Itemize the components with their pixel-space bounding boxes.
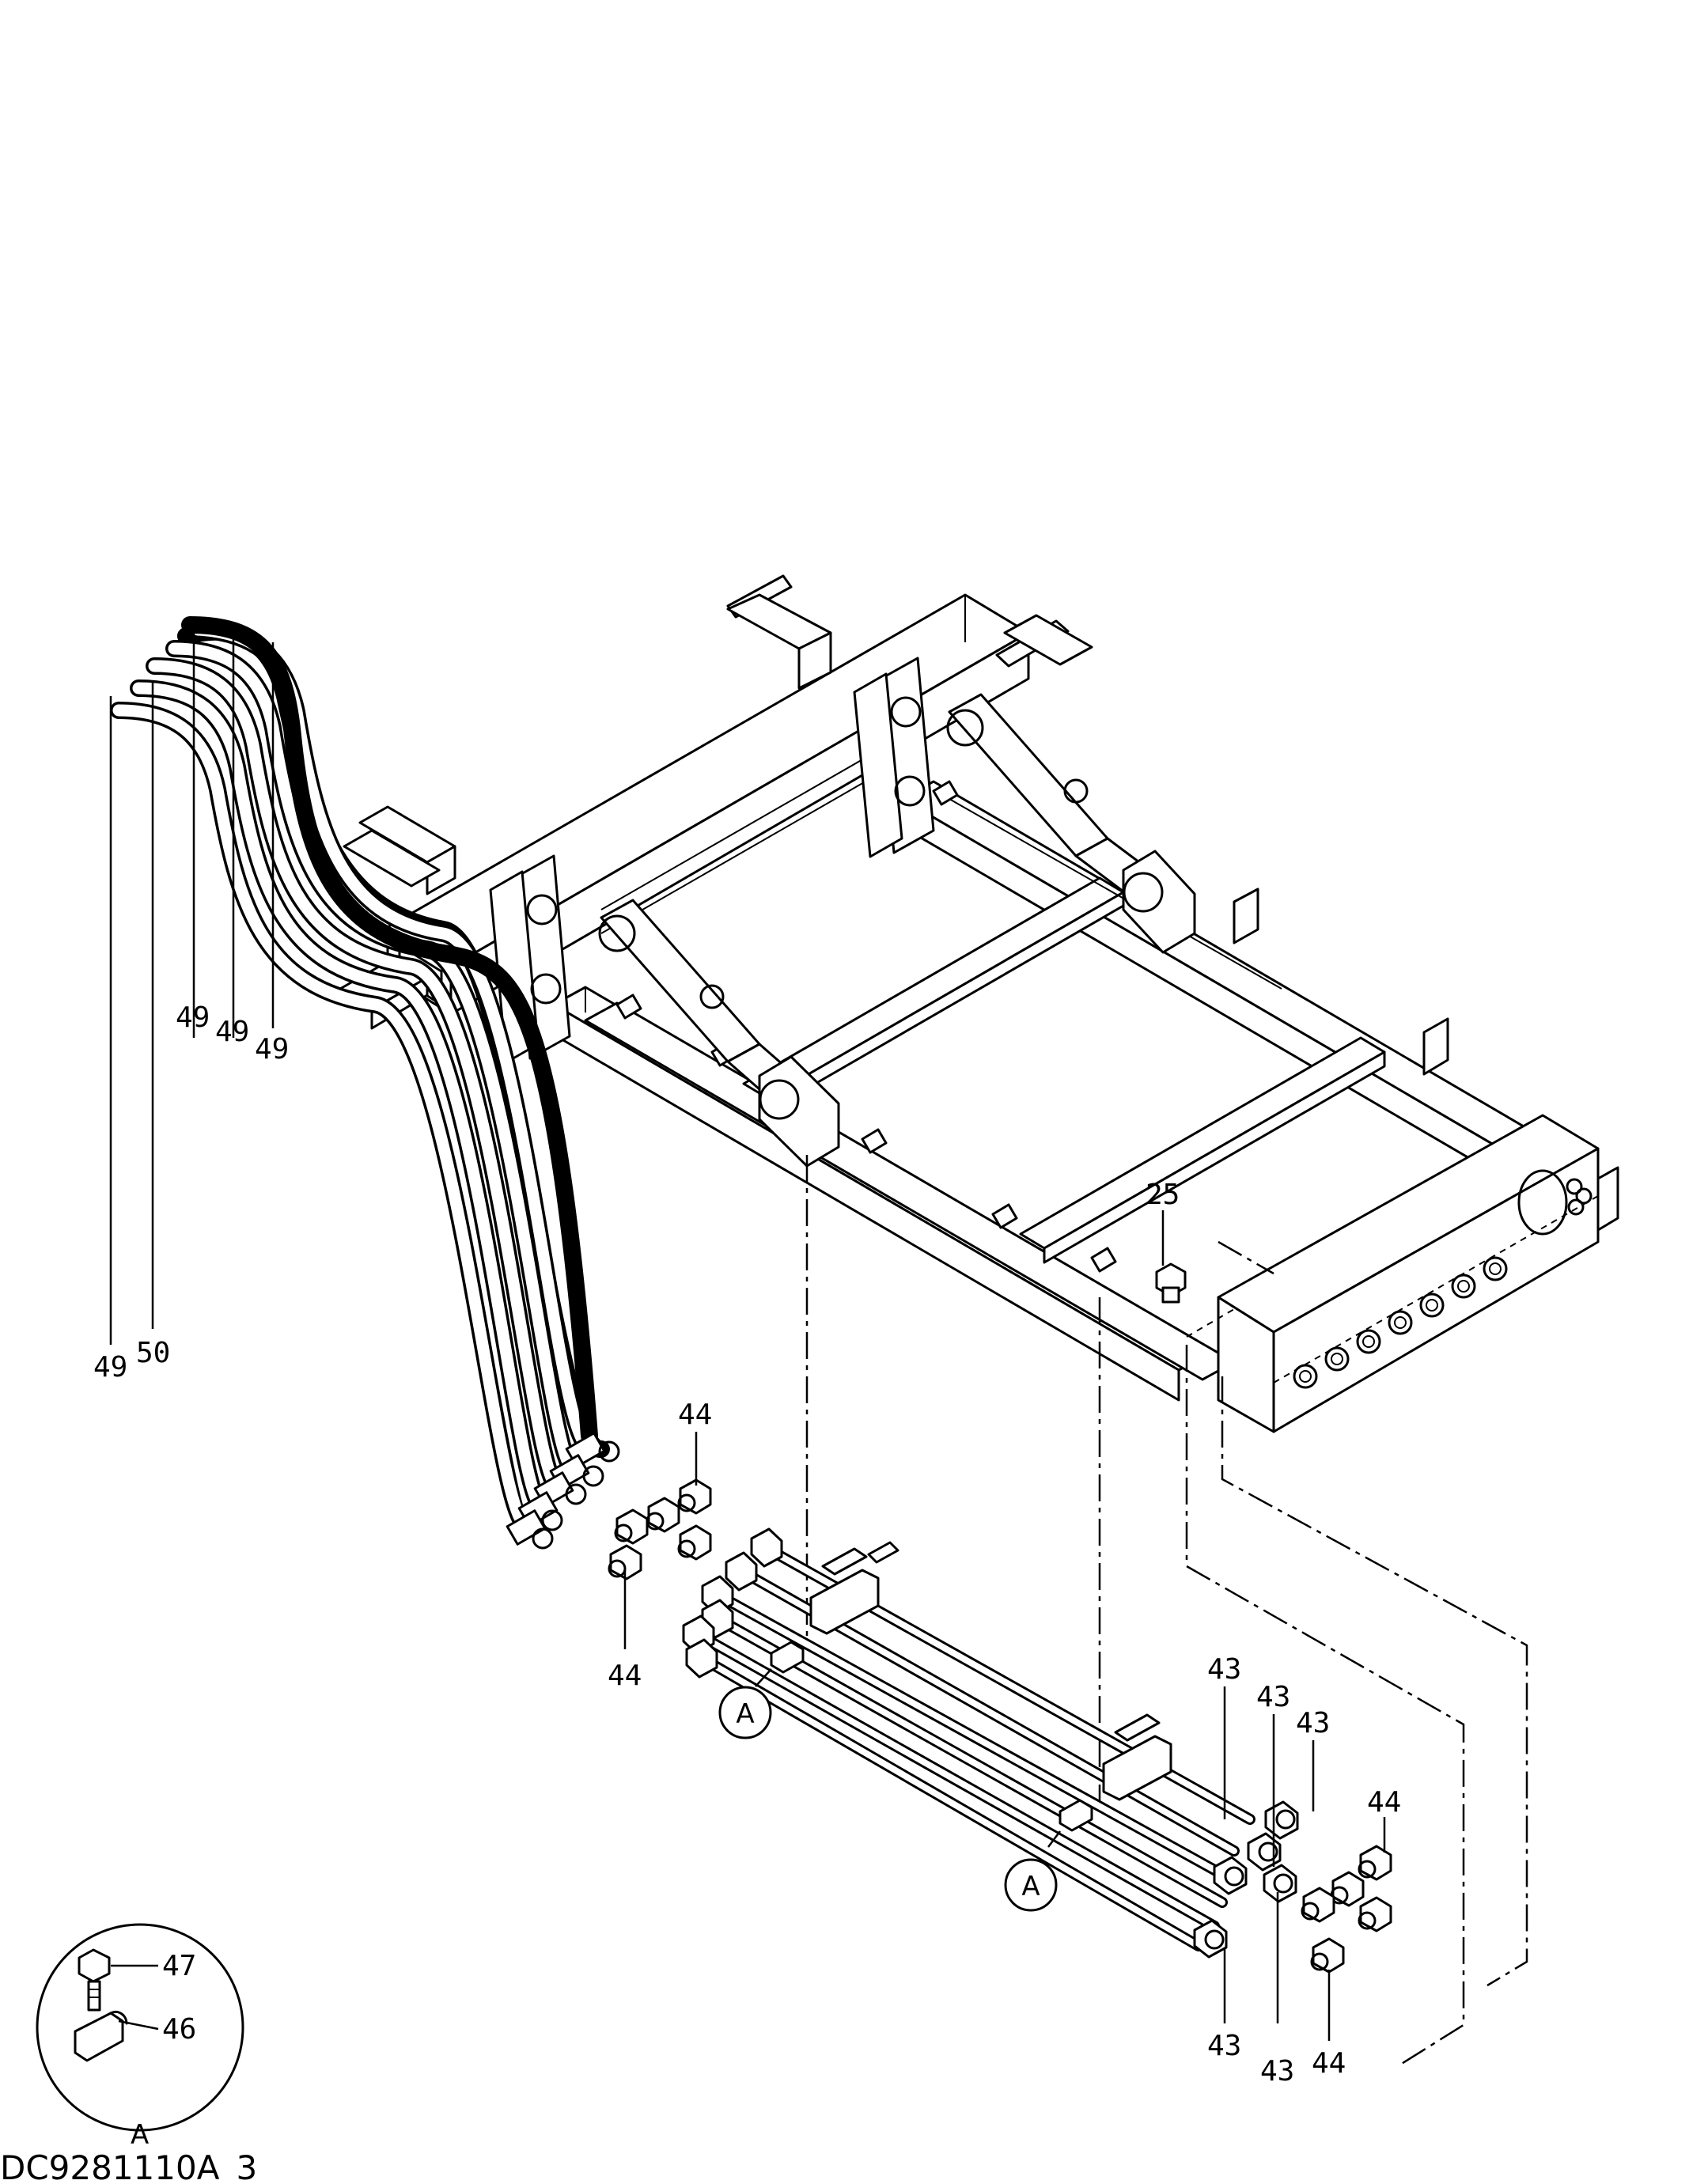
callout-43-b: 43 bbox=[1256, 1681, 1290, 1713]
pipe-clamp-1 bbox=[809, 1541, 899, 1635]
steel-pipe-5 bbox=[691, 1628, 1220, 1932]
callout-25: 25 bbox=[1146, 1179, 1180, 1211]
callout-46: 46 bbox=[162, 2013, 196, 2046]
bolt-47 bbox=[78, 1948, 111, 2012]
pipe-front-nuts bbox=[1193, 1800, 1299, 1959]
hose-50 bbox=[130, 679, 551, 1516]
adapter-fitting-44-j bbox=[1310, 1937, 1345, 1974]
adapter-fitting-44-d bbox=[677, 1524, 712, 1561]
adapter-fitting-44-e bbox=[608, 1544, 642, 1580]
adapter-fitting-44-i bbox=[1358, 1896, 1392, 1932]
phantom-lines bbox=[805, 1155, 1528, 2066]
pipe-clamp-2 bbox=[1102, 1713, 1172, 1801]
callout-43-e: 43 bbox=[1260, 2055, 1294, 2087]
rear-adapter-fittings bbox=[506, 1432, 712, 1580]
callout-49-d: 49 bbox=[93, 1351, 127, 1383]
adapter-fitting-44-b bbox=[646, 1497, 680, 1533]
cross-members bbox=[600, 727, 1386, 1273]
mounting-brackets bbox=[343, 593, 1093, 895]
callout-43-c: 43 bbox=[1296, 1707, 1330, 1739]
adapter-fitting-44-h bbox=[1301, 1887, 1335, 1923]
detail-label: A bbox=[131, 2119, 149, 2151]
front-cross-beam bbox=[1217, 888, 1619, 1433]
adapter-fitting-44-a bbox=[677, 1478, 712, 1515]
clamp-46 bbox=[74, 2011, 128, 2062]
steel-pipe-4 bbox=[710, 1612, 1228, 1908]
view-ref-a-2: A bbox=[1004, 1858, 1058, 1912]
steel-pipe-6 bbox=[695, 1652, 1204, 1951]
hydraulic-cylinder-right bbox=[853, 657, 1196, 954]
hydraulic-cylinder-left bbox=[489, 854, 840, 1168]
view-ref-a-2-label: A bbox=[1021, 1871, 1040, 1902]
clamp-a-bracket-2 bbox=[1059, 1799, 1093, 1832]
adapter-fitting-44-g bbox=[1330, 1871, 1365, 1907]
hose-49-c bbox=[146, 657, 566, 1496]
callout-44-c: 44 bbox=[1367, 1786, 1401, 1819]
detail-view-a: 47 46 A bbox=[36, 1923, 244, 2151]
callout-47: 47 bbox=[162, 1950, 196, 1982]
fitting-25 bbox=[1155, 1262, 1187, 1304]
drawing-id: DC9281110A_3 bbox=[0, 2148, 257, 2184]
hose-bundle-primary bbox=[181, 616, 598, 1444]
steel-pipe-bundle bbox=[682, 1527, 1255, 1951]
adapter-fitting-44-c bbox=[614, 1508, 649, 1545]
callout-43-d: 43 bbox=[1207, 2030, 1241, 2062]
flex-hose-bundle bbox=[110, 621, 610, 1534]
callout-50: 50 bbox=[136, 1337, 170, 1369]
adapter-fitting-44-f bbox=[1358, 1845, 1392, 1881]
callout-49-b: 49 bbox=[215, 1016, 249, 1048]
callout-44-b: 44 bbox=[608, 1660, 642, 1692]
steel-pipe-3 bbox=[710, 1588, 1236, 1884]
callout-49-a: 49 bbox=[176, 1001, 210, 1034]
left-side-rail bbox=[552, 986, 1236, 1402]
leader-lines bbox=[109, 625, 1386, 2041]
callout-labels: 49 49 49 49 50 25 44 44 43 43 43 44 43 4… bbox=[93, 1001, 1401, 2087]
hose-end-nuts-rear bbox=[506, 1432, 620, 1550]
pipe-rear-nuts bbox=[682, 1527, 783, 1679]
callout-49-c: 49 bbox=[255, 1033, 289, 1066]
view-ref-a-1-label: A bbox=[736, 1698, 754, 1730]
clamp-a-bracket-1 bbox=[770, 1641, 805, 1674]
view-ref-a-1: A bbox=[718, 1686, 772, 1739]
front-end-fittings bbox=[1193, 1800, 1392, 1974]
callout-44-d: 44 bbox=[1312, 2047, 1346, 2080]
callout-44-a: 44 bbox=[678, 1399, 712, 1431]
hose-49-d bbox=[110, 702, 535, 1534]
port-fittings bbox=[1293, 1256, 1508, 1389]
frame-assembly bbox=[339, 574, 1619, 1433]
callout-43-a: 43 bbox=[1207, 1653, 1241, 1686]
